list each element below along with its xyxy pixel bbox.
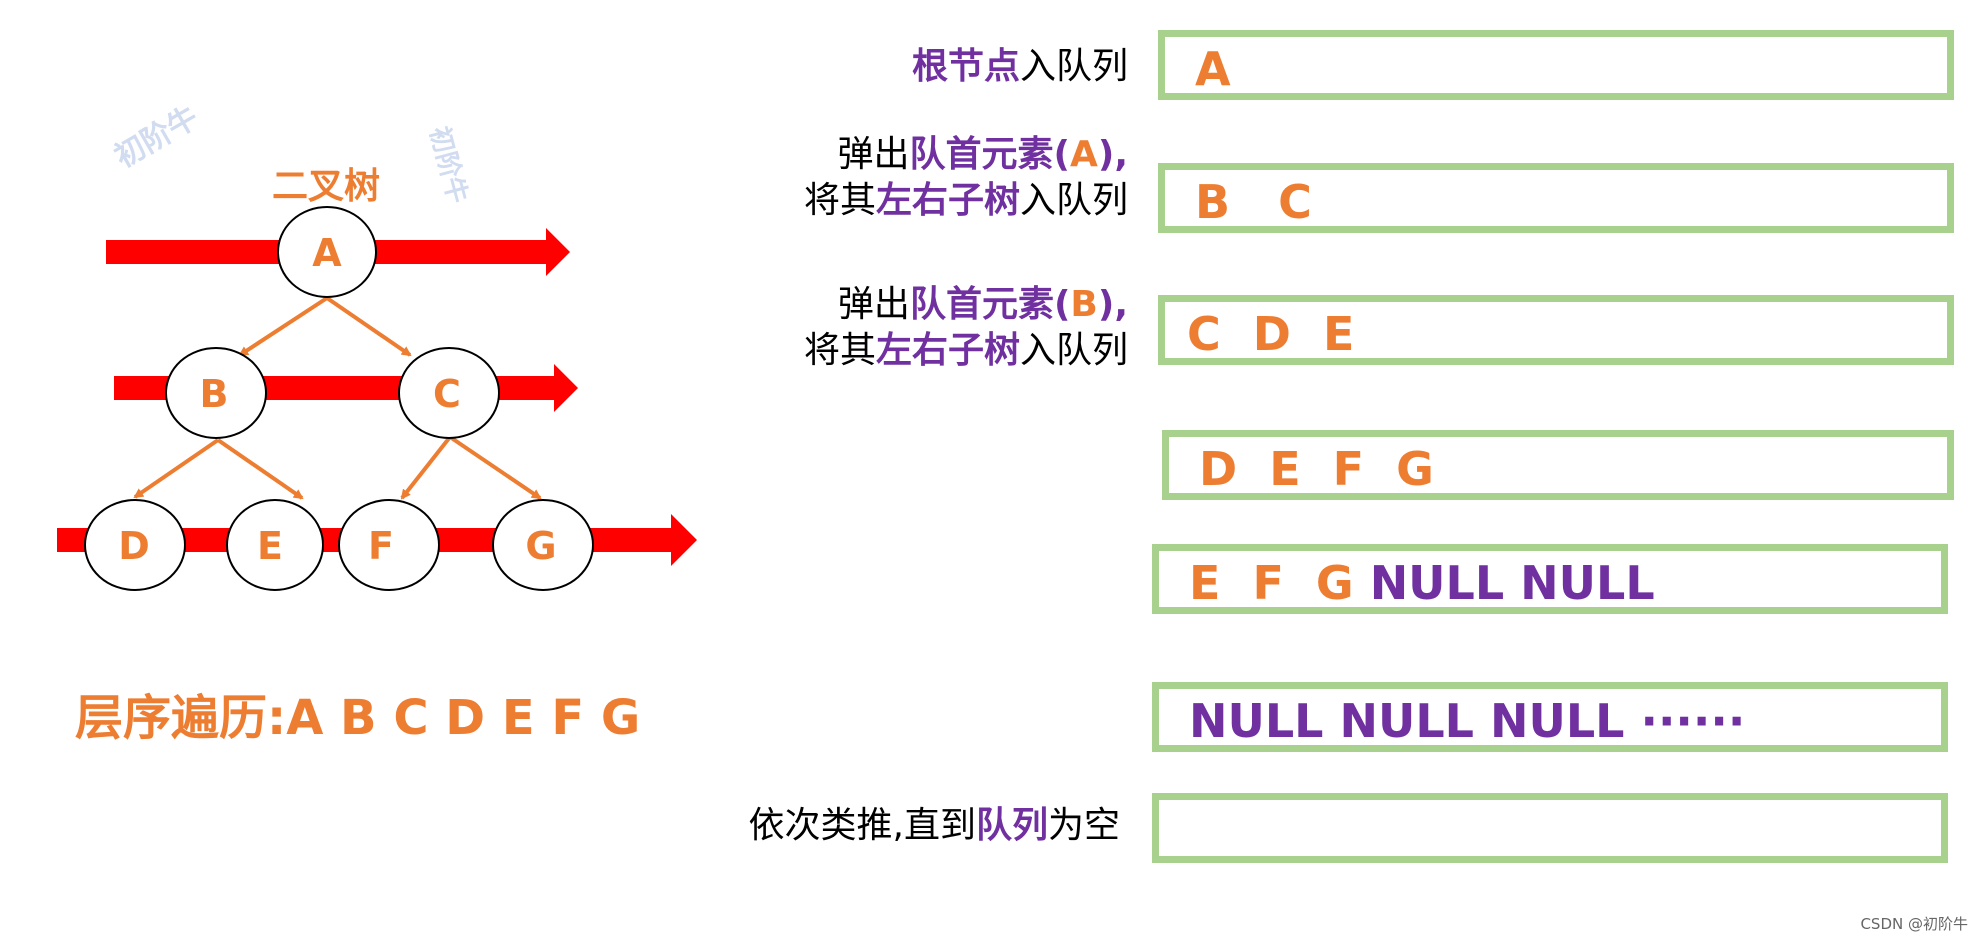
node-label-e: E: [257, 524, 283, 568]
tree-title: 二叉树: [272, 166, 381, 207]
queue-2-segment-1: B C: [1195, 175, 1312, 229]
tree-node-c: C: [398, 347, 500, 439]
step-descriptions: 根节点入队列 弹出队首元素(A), 将其左右子树入队列 弹出队首元素(B), 将…: [749, 44, 1129, 849]
queue-state-3: C D E: [1158, 295, 1954, 365]
queue-state-4: D E F G: [1162, 430, 1954, 500]
step-4-part-2: 队首元素(: [909, 284, 1071, 325]
step-label-3b: 将其左右子树入队列: [804, 328, 1128, 374]
node-label-c: C: [433, 372, 461, 416]
edge-b-d: [133, 438, 220, 499]
node-label-f: F: [368, 524, 394, 568]
step-2-part-4: ),: [1097, 134, 1128, 175]
step-4-part-4: ),: [1097, 284, 1128, 325]
binary-tree-diagram: A B C D E F G: [57, 206, 697, 591]
queue-state-6: NULL NULL NULL ······: [1152, 682, 1948, 752]
queue-1-segment-1: A: [1195, 42, 1231, 96]
queue-content: D E F G: [1199, 441, 1434, 497]
tree-node-e: E: [226, 499, 324, 591]
queue-content: A: [1195, 41, 1231, 97]
queue-content: E F G NULL NULL: [1189, 555, 1655, 611]
traversal-result: 层序遍历:A B C D E F G: [75, 690, 641, 746]
tree-node-f: F: [338, 499, 440, 591]
queue-6-segment-1: NULL NULL NULL ······: [1189, 694, 1746, 748]
node-label-d: D: [118, 524, 150, 568]
footer-credit: CSDN @初阶牛: [1860, 915, 1968, 933]
tree-node-d: D: [84, 499, 186, 591]
step-3-part-2: 左右子树: [875, 180, 1020, 221]
queue-content: C D E: [1187, 306, 1354, 362]
step-1-part-2: 入队列: [1019, 46, 1128, 87]
edge-a-b: [238, 296, 329, 357]
edge-a-c: [325, 296, 412, 357]
step-2-part-1: 弹出: [837, 134, 910, 175]
step-label-1: 根节点入队列: [912, 44, 1128, 90]
step-2-part-2: 队首元素(: [909, 134, 1070, 175]
queue-state-7: [1152, 793, 1948, 863]
step-5-part-3: 入队列: [1019, 330, 1128, 371]
queue-5-segment-1: E F G: [1189, 556, 1370, 610]
edge-c-f: [400, 435, 452, 500]
step-label-4: 依次类推,直到队列为空: [749, 803, 1120, 849]
edge-b-e: [216, 438, 304, 500]
step-6-part-2: 队列: [975, 805, 1048, 846]
step-6-part-1: 依次类推,直到: [748, 805, 976, 846]
queue-4-segment-1: D E F G: [1199, 442, 1434, 496]
step-3-part-1: 将其: [803, 180, 876, 221]
step-2-part-3: A: [1069, 134, 1098, 175]
step-label-2a: 弹出队首元素(A),: [838, 132, 1129, 178]
queue-content: NULL NULL NULL ······: [1189, 693, 1745, 749]
node-label-b: B: [200, 372, 229, 416]
tree-node-b: B: [165, 347, 267, 439]
step-label-3a: 弹出队首元素(B),: [838, 282, 1128, 328]
tree-node-a: A: [277, 206, 377, 298]
step-5-part-2: 左右子树: [875, 330, 1020, 371]
step-4-part-1: 弹出: [837, 284, 910, 325]
queue-state-2: B C: [1158, 163, 1954, 233]
step-6-part-3: 为空: [1047, 805, 1120, 846]
queue-5-segment-2: NULL NULL: [1369, 556, 1655, 610]
step-4-part-3: B: [1070, 284, 1098, 325]
step-5-part-1: 将其: [803, 330, 876, 371]
tree-node-g: G: [492, 499, 594, 591]
queue-state-5: E F G NULL NULL: [1152, 544, 1948, 614]
step-label-2b: 将其左右子树入队列: [804, 178, 1128, 224]
queue-3-segment-1: C D E: [1187, 307, 1355, 361]
edge-c-g: [448, 435, 542, 500]
queue-state-1: A: [1158, 30, 1954, 100]
node-label-g: G: [525, 524, 556, 568]
queue-content: B C: [1195, 174, 1312, 230]
node-label-a: A: [312, 231, 342, 275]
step-1-part-1: 根节点: [911, 46, 1020, 87]
step-3-part-3: 入队列: [1019, 180, 1128, 221]
